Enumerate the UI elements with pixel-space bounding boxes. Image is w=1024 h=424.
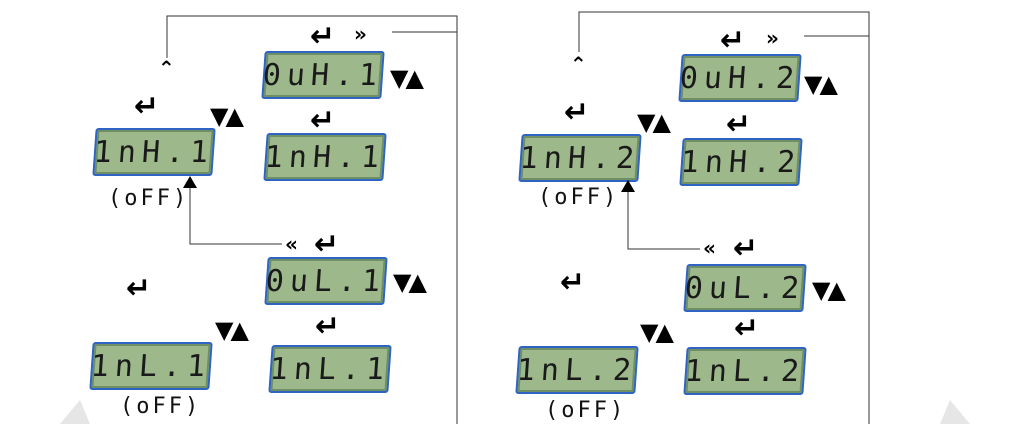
lcd-s2-bottom-mid: 1nL.2 xyxy=(683,347,807,395)
lcd-s1-top-left: 1nH.1 xyxy=(92,128,216,176)
bg-shape-right xyxy=(940,400,970,424)
note-s1-bottom: (oFF) xyxy=(120,394,202,419)
lcd-s1-bottom-mid: 1nL.1 xyxy=(268,345,392,393)
lcd-s2-bottom-right: 0uL.2 xyxy=(683,264,807,312)
enter-icon: ↵ xyxy=(726,107,752,142)
enter-icon: ↵ xyxy=(734,311,760,346)
enter-icon: ↵ xyxy=(134,89,160,124)
enter-icon: ↵ xyxy=(310,103,336,138)
wire-s1-back xyxy=(189,186,282,245)
enter-icon: ↵ xyxy=(314,227,340,262)
wire-s2-top-loop xyxy=(578,11,870,424)
up-down-icon: ▼▲ xyxy=(637,108,671,136)
up-down-icon: ▼▲ xyxy=(812,276,846,304)
enter-icon: ↵ xyxy=(310,19,336,54)
lcd-s2-bottom-left: 1nL.2 xyxy=(515,346,639,394)
arrow-up-icon xyxy=(621,180,635,192)
up-down-icon: ▼▲ xyxy=(640,318,674,346)
up-down-icon: ▼▲ xyxy=(210,102,244,130)
up-icon: ⌃ xyxy=(570,52,587,76)
back-icon: « xyxy=(703,236,716,260)
up-down-icon: ▼▲ xyxy=(804,70,838,98)
lcd-s1-bottom-left: 1nL.1 xyxy=(89,342,213,390)
lcd-s2-top-right: 0uH.2 xyxy=(678,54,802,102)
lcd-s1-top-mid: 1nH.1 xyxy=(263,133,387,181)
lcd-s1-top-right: 0uH.1 xyxy=(261,51,385,99)
forward-icon: » xyxy=(354,22,367,46)
note-s1-top: (oFF) xyxy=(108,186,190,211)
back-icon: « xyxy=(285,232,298,256)
note-s2-top: (oFF) xyxy=(538,185,620,210)
lcd-s2-top-mid: 1nH.2 xyxy=(679,138,803,186)
up-down-icon: ▼▲ xyxy=(215,316,249,344)
lcd-s1-bottom-right: 0uL.1 xyxy=(264,257,388,305)
up-icon: ⌃ xyxy=(158,56,175,80)
arrow-up-icon xyxy=(183,176,197,188)
forward-icon: » xyxy=(766,26,779,50)
enter-icon: ↵ xyxy=(560,265,586,300)
note-s2-bottom: (oFF) xyxy=(545,398,627,423)
enter-icon: ↵ xyxy=(733,231,759,266)
enter-icon: ↵ xyxy=(126,271,152,306)
enter-icon: ↵ xyxy=(564,95,590,130)
up-down-icon: ▼▲ xyxy=(393,268,427,296)
wire-s1-top-loop xyxy=(166,15,458,424)
lcd-s2-top-left: 1nH.2 xyxy=(518,134,642,182)
enter-icon: ↵ xyxy=(720,23,746,58)
wire-s2-back xyxy=(627,192,700,250)
enter-icon: ↵ xyxy=(315,309,341,344)
bg-shape-left xyxy=(60,400,90,424)
up-down-icon: ▼▲ xyxy=(390,64,424,92)
